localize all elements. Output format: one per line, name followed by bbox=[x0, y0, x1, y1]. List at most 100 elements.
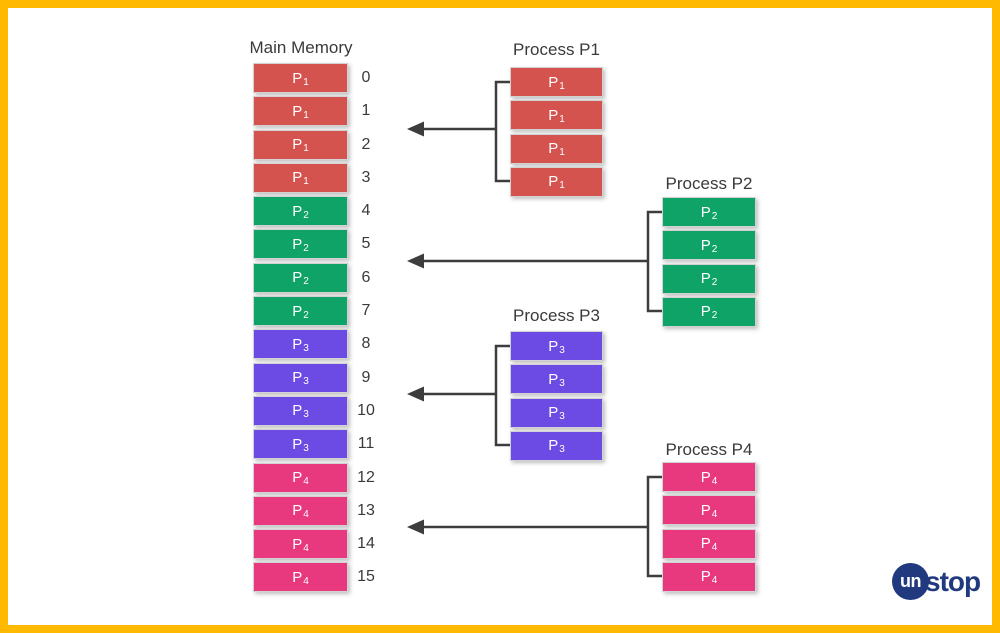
process-p4-title: Process P4 bbox=[665, 440, 753, 459]
cell-label: P bbox=[700, 270, 711, 288]
cell-label: P bbox=[700, 203, 711, 221]
cell-label-sub: 1 bbox=[303, 109, 309, 121]
cell-label: P bbox=[700, 501, 711, 519]
cell-label: P bbox=[548, 173, 559, 191]
cell-label: P bbox=[292, 269, 303, 287]
unstop-logo-stop: stop bbox=[925, 566, 981, 597]
memory-address: 6 bbox=[361, 268, 371, 286]
memory-address: 0 bbox=[361, 69, 371, 86]
memory-address: 8 bbox=[361, 335, 371, 353]
cell-label-sub: 1 bbox=[559, 113, 565, 125]
cell-label-sub: 4 bbox=[303, 542, 309, 554]
cell-label: P bbox=[292, 469, 303, 487]
cell-label: P bbox=[292, 568, 303, 586]
cell-label-sub: 1 bbox=[303, 76, 309, 88]
cell-label: P bbox=[292, 302, 303, 320]
cell-label-sub: 3 bbox=[303, 409, 309, 421]
cell-label: P bbox=[292, 502, 303, 520]
unstop-logo: un stop bbox=[892, 563, 981, 600]
cell-label-sub: 2 bbox=[711, 277, 718, 289]
memory-address: 1 bbox=[361, 102, 371, 120]
memory-address: 5 bbox=[361, 235, 371, 253]
memory-address: 10 bbox=[357, 401, 375, 419]
cell-label-sub: 2 bbox=[303, 276, 309, 288]
cell-label: P bbox=[292, 202, 303, 220]
cell-label: P bbox=[700, 535, 711, 553]
cell-label-sub: 4 bbox=[303, 476, 309, 488]
cell-label: P bbox=[292, 169, 303, 187]
cell-label: P bbox=[548, 73, 559, 91]
cell-label-sub: 3 bbox=[559, 411, 565, 423]
cell-label: P bbox=[548, 404, 559, 422]
cell-label: P bbox=[292, 402, 303, 420]
main-memory-title: Main Memory bbox=[249, 38, 353, 57]
cell-label-sub: 3 bbox=[559, 377, 565, 389]
cell-label-sub: 1 bbox=[559, 180, 565, 192]
cell-label-sub: 3 bbox=[303, 442, 309, 454]
cell-label: P bbox=[700, 468, 711, 486]
cell-label: P bbox=[292, 69, 303, 87]
p2-arrow-group bbox=[407, 210, 662, 313]
memory-address: 15 bbox=[357, 568, 375, 586]
cell-label-sub: 3 bbox=[303, 342, 309, 354]
p1-arrow-group bbox=[407, 80, 510, 183]
cell-label-sub: 2 bbox=[303, 309, 309, 321]
cell-label-sub: 4 bbox=[303, 509, 309, 521]
cell-label: P bbox=[548, 140, 559, 158]
memory-address: 4 bbox=[361, 202, 371, 220]
cell-label: P bbox=[700, 303, 711, 321]
cell-label-sub: 2 bbox=[711, 243, 718, 255]
cell-label-sub: 2 bbox=[303, 209, 309, 221]
cell-label: P bbox=[548, 106, 559, 124]
process-p1-title: Process P1 bbox=[513, 40, 600, 59]
cell-label: P bbox=[548, 437, 559, 455]
memory-address-column: 0 1 2 3 4 5 6 7 8 9 10 11 12 13 14 15 bbox=[352, 63, 380, 596]
p3-arrow-group bbox=[407, 344, 510, 447]
cell-label-sub: 4 bbox=[711, 575, 718, 587]
cell-label-sub: 2 bbox=[303, 242, 309, 254]
cell-label-sub: 4 bbox=[711, 508, 718, 520]
cell-label: P bbox=[548, 337, 559, 355]
cell-label-sub: 3 bbox=[559, 344, 565, 356]
cell-label-sub: 4 bbox=[711, 542, 718, 554]
cell-label: P bbox=[700, 568, 711, 586]
p4-arrow-group bbox=[407, 475, 662, 578]
cell-label: P bbox=[292, 369, 303, 387]
process-p3-title: Process P3 bbox=[513, 306, 600, 325]
process-p2-title: Process P2 bbox=[665, 174, 753, 193]
cell-label-sub: 1 bbox=[303, 143, 309, 155]
cell-label: P bbox=[548, 370, 559, 388]
